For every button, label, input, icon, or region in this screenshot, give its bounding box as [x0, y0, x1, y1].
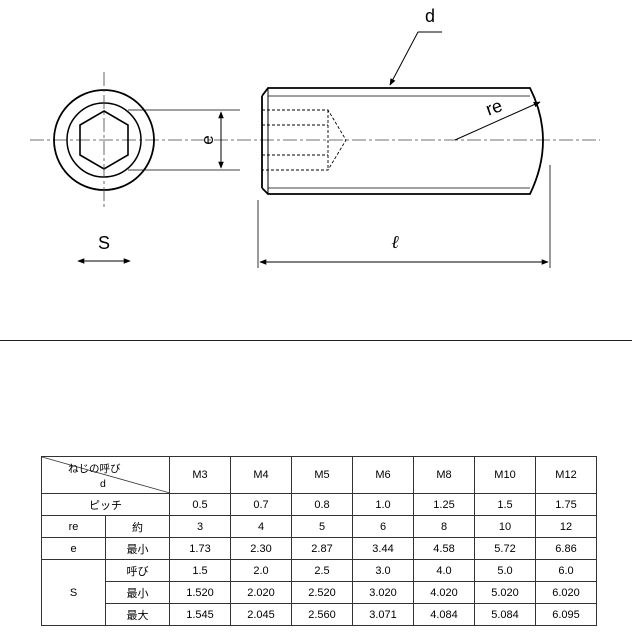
separator-line: [0, 340, 632, 341]
table-cell: 2.045: [230, 603, 292, 626]
re-leader: re: [454, 95, 541, 141]
row-pitch: ピッチ 0.5 0.7 0.8 1.0 1.25 1.5 1.75: [41, 493, 597, 516]
header-param-cell: ねじの呼び d: [41, 456, 170, 494]
table-cell: 3.44: [352, 537, 414, 560]
e-label-cell: e: [41, 537, 106, 560]
e-label: e: [198, 135, 217, 144]
table-cell: 2.0: [230, 559, 292, 582]
s-max-label: 最大: [105, 603, 170, 626]
table-cell: 3.071: [352, 603, 414, 626]
re-sub-label: 約: [105, 515, 170, 538]
table-cell: 4.020: [413, 581, 475, 604]
row-s-nominal: S 呼び 1.5 2.0 2.5 3.0 4.0 5.0 6.0: [41, 559, 597, 626]
re-label: re: [483, 95, 505, 119]
row-re: re 約 3 4 5 6 8 10 12: [41, 515, 597, 538]
table-cell: 1.5: [474, 493, 536, 516]
side-view: [261, 87, 544, 195]
table-cell: 2.560: [291, 603, 353, 626]
table-cell: 4.58: [413, 537, 475, 560]
size-m5: M5: [291, 456, 353, 494]
table-header-row: ねじの呼び d M3 M4 M5 M6 M8 M10 M12: [41, 456, 597, 494]
table-cell: 0.8: [291, 493, 353, 516]
end-view: [53, 72, 155, 210]
table-cell: 6.86: [535, 537, 597, 560]
table-cell: 1.520: [169, 581, 231, 604]
size-m3: M3: [169, 456, 231, 494]
diagonal-line: [42, 457, 170, 493]
table-cell: 6: [352, 515, 414, 538]
table-cell: 1.545: [169, 603, 231, 626]
size-m4: M4: [230, 456, 292, 494]
size-m12: M12: [535, 456, 597, 494]
table-cell: 2.020: [230, 581, 292, 604]
table-cell: 5.0: [474, 559, 536, 582]
spec-table: ねじの呼び d M3 M4 M5 M6 M8 M10 M12 ピッチ 0.5 0…: [41, 456, 597, 626]
size-m8: M8: [413, 456, 475, 494]
s-label-cell: S: [41, 559, 106, 626]
s-min-label: 最小: [105, 581, 170, 604]
table-cell: 0.7: [230, 493, 292, 516]
table-cell: 5.084: [474, 603, 536, 626]
table-cell: 3.020: [352, 581, 414, 604]
table-cell: 6.095: [535, 603, 597, 626]
table-cell: 8: [413, 515, 475, 538]
e-dimension: e: [128, 109, 240, 171]
header-d-label: d: [100, 478, 106, 490]
row-s-max: 最大 1.545 2.045 2.560 3.071 4.084 5.084 6…: [42, 603, 597, 626]
technical-drawing: e S d re ℓ: [30, 6, 600, 268]
size-m6: M6: [352, 456, 414, 494]
d-leader: d: [389, 6, 442, 86]
row-e: e 最小 1.73 2.30 2.87 3.44 4.58 5.72 6.86: [41, 537, 597, 560]
table-cell: 10: [474, 515, 536, 538]
table-cell: 5: [291, 515, 353, 538]
re-label-cell: re: [41, 515, 106, 538]
d-label: d: [425, 6, 435, 26]
row-s-min: 最小 1.520 2.020 2.520 3.020 4.020 5.020 6…: [42, 581, 597, 604]
table-cell: 5.72: [474, 537, 536, 560]
table-cell: 1.75: [535, 493, 597, 516]
table-cell: 4: [230, 515, 292, 538]
table-cell: 4.084: [413, 603, 475, 626]
table-cell: 6.020: [535, 581, 597, 604]
table-cell: 1.0: [352, 493, 414, 516]
table-cell: 2.520: [291, 581, 353, 604]
s-nominal-label: 呼び: [105, 559, 170, 582]
table-cell: 2.87: [291, 537, 353, 560]
s-label: S: [98, 233, 110, 253]
e-sub-label: 最小: [105, 537, 170, 560]
size-m10: M10: [474, 456, 536, 494]
table-cell: 1.25: [413, 493, 475, 516]
table-cell: 5.020: [474, 581, 536, 604]
header-thread-label: ねじの呼び: [68, 463, 121, 475]
table-cell: 0.5: [169, 493, 231, 516]
table-cell: 3: [169, 515, 231, 538]
table-cell: 1.73: [169, 537, 231, 560]
length-dimension: ℓ: [257, 165, 551, 268]
table-cell: 12: [535, 515, 597, 538]
table-cell: 6.0: [535, 559, 597, 582]
table-cell: 2.5: [291, 559, 353, 582]
table-cell: 4.0: [413, 559, 475, 582]
table-cell: 3.0: [352, 559, 414, 582]
s-dimension: S: [77, 233, 131, 264]
table-cell: 1.5: [169, 559, 231, 582]
table-cell: 2.30: [230, 537, 292, 560]
pitch-label: ピッチ: [41, 493, 170, 516]
length-label: ℓ: [391, 232, 399, 253]
